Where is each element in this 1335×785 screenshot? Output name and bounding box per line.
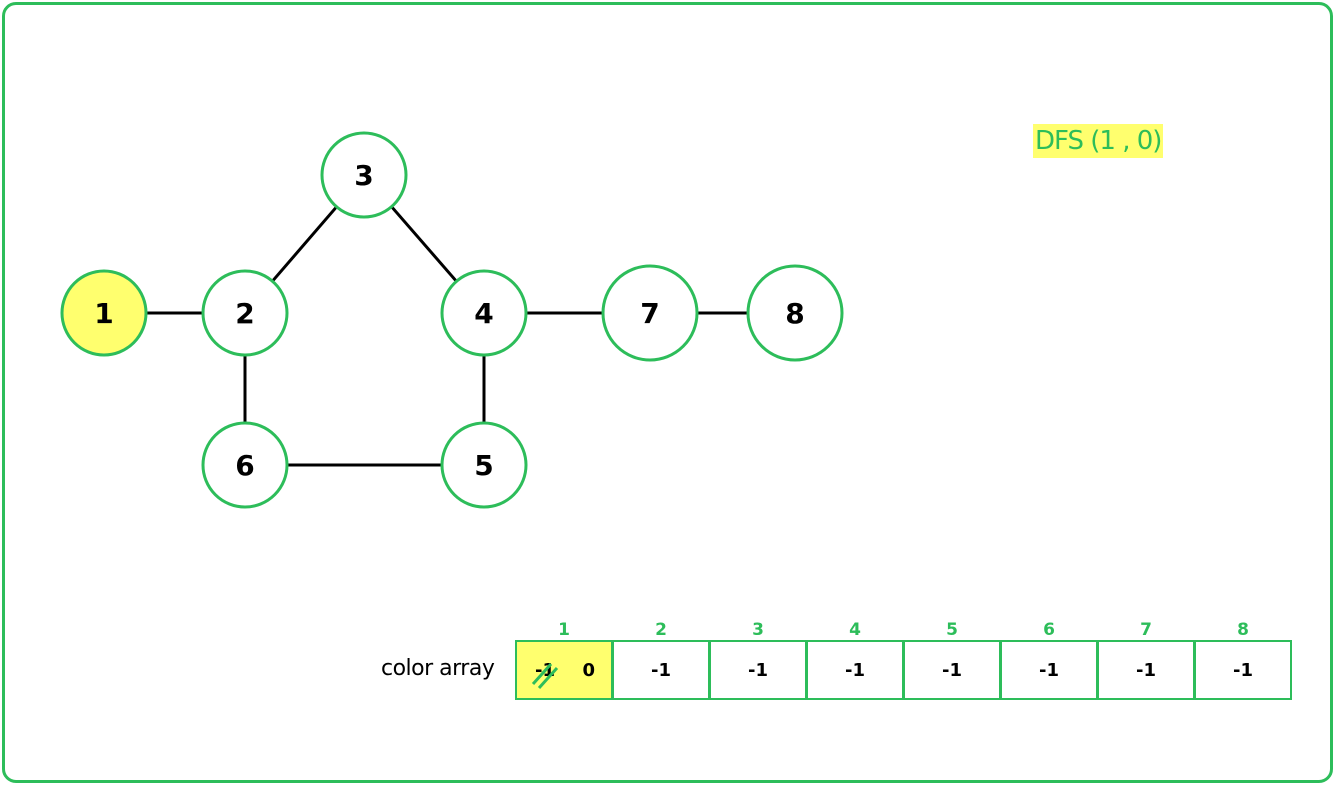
color-array-index-1: 1 [558,620,570,640]
color-array-index-7: 7 [1140,620,1152,640]
color-array-cell-7: -1 [1097,640,1195,700]
cell-value: -1 [748,659,768,681]
node-circle-8 [746,264,844,362]
node-2: 2 [201,269,289,357]
node-circle-4 [440,269,528,357]
color-array-cell-2: -1 [612,640,710,700]
color-array-index-2: 2 [655,620,667,640]
node-7: 7 [601,264,699,362]
color-array-index-3: 3 [752,620,764,640]
edge-3-4 [390,205,458,283]
node-3: 3 [320,131,408,219]
node-1: 1 [60,269,148,357]
color-array-cell-4: -1 [806,640,904,700]
node-circle-2 [201,269,289,357]
node-label-4: 4 [474,297,493,330]
node-label-6: 6 [235,449,254,482]
node-label-7: 7 [640,297,659,330]
color-array-index-5: 5 [946,620,958,640]
cell-value: -1 [942,659,962,681]
node-6: 6 [201,421,289,509]
node-circle-5 [440,421,528,509]
color-array-cell-8: -1 [1194,640,1292,700]
color-array-cell-3: -1 [709,640,807,700]
cell-value: -1 [1136,659,1156,681]
node-circle-6 [201,421,289,509]
node-8: 8 [746,264,844,362]
node-label-1: 1 [94,297,113,330]
color-array-index-6: 6 [1043,620,1055,640]
cell-value: -1 [1233,659,1253,681]
node-circle-1 [60,269,148,357]
color-array-cell-6: -1 [1000,640,1098,700]
new-value: 0 [582,660,595,681]
color-array-index-8: 8 [1237,620,1249,640]
node-circle-7 [601,264,699,362]
double-strike-icon [531,662,559,690]
node-label-8: 8 [785,297,804,330]
node-5: 5 [440,421,528,509]
node-label-5: 5 [474,449,493,482]
color-array-cell-1: -10 [515,640,613,700]
color-array-cell-5: -1 [903,640,1001,700]
cell-value: -1 [651,659,671,681]
node-label-3: 3 [354,159,373,192]
cell-value: -1 [1039,659,1059,681]
color-array-index-4: 4 [849,620,861,640]
color-array-label: color array [381,656,495,681]
dfs-call-label: DFS (1 , 0) [1033,124,1164,158]
edge-2-3 [271,205,338,283]
node-4: 4 [440,269,528,357]
node-circle-3 [320,131,408,219]
node-label-2: 2 [235,297,254,330]
cell-value: -1 [845,659,865,681]
color-array: -10 -1 -1 -1 -1 -1 -1 -1 [515,640,1292,700]
